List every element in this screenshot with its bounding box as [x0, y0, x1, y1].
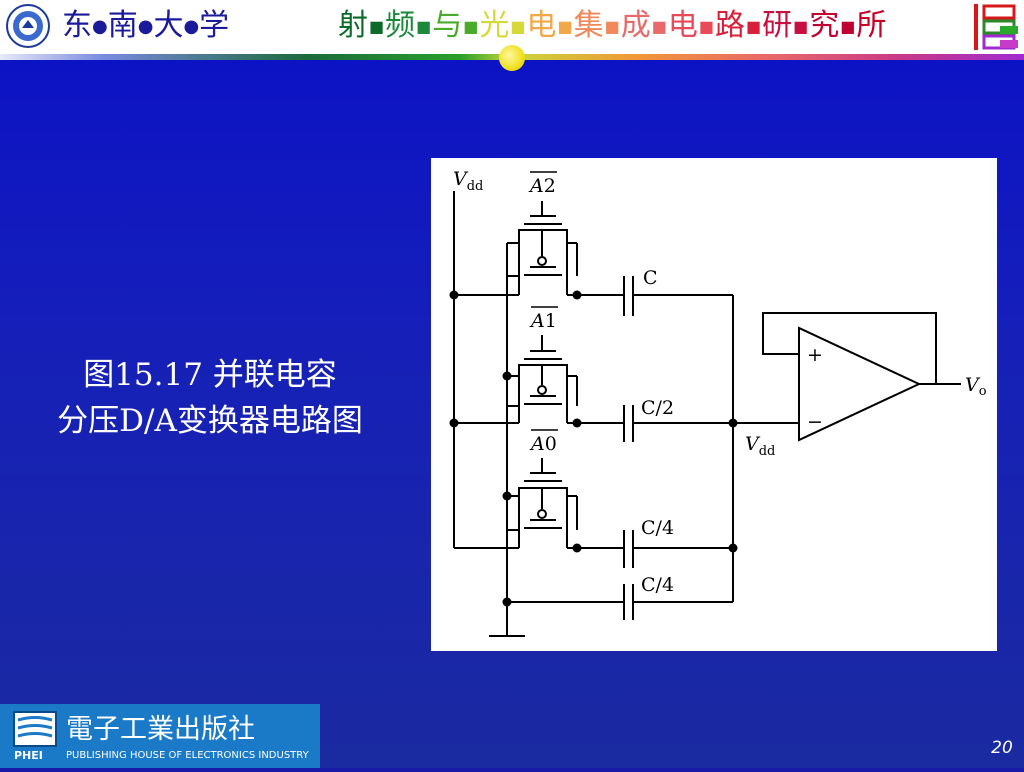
- square-bullet-icon: ■: [463, 17, 479, 36]
- square-bullet-icon: ■: [416, 17, 432, 36]
- vdd-top-label: Vdd: [453, 168, 483, 194]
- square-bullet-icon: ■: [604, 17, 620, 36]
- institute-char: 频: [385, 8, 416, 43]
- bit-a1-label: A1: [529, 310, 557, 332]
- cap-c4b-label: C/4: [641, 574, 674, 596]
- bullet-icon: ●: [92, 16, 108, 37]
- university-char: 东: [62, 8, 92, 43]
- institute-char: 所: [856, 8, 887, 43]
- publisher-logo: PHEI 電子工業出版社 PUBLISHING HOUSE OF ELECTRO…: [0, 704, 320, 768]
- publisher-chinese: 電子工業出版社: [66, 714, 255, 745]
- institute-char: 射: [338, 8, 368, 43]
- bulb-icon: [499, 45, 525, 71]
- square-bullet-icon: ■: [698, 17, 714, 36]
- institute-char: 路: [715, 8, 745, 43]
- square-bullet-icon: ■: [746, 17, 762, 36]
- book-icon: [13, 711, 57, 747]
- institute-char: 与: [432, 8, 463, 43]
- institute-char: 研: [762, 8, 793, 43]
- university-char: 南: [107, 8, 138, 43]
- publisher-logo-svg: PHEI 電子工業出版社 PUBLISHING HOUSE OF ELECTRO…: [0, 704, 320, 768]
- publisher-abbr: PHEI: [14, 749, 43, 762]
- header: 东●南●大●学 射■频■与■光■电■集■成■电■路■研■究■所: [0, 0, 1024, 54]
- institute-char: 成: [620, 8, 651, 43]
- square-bullet-icon: ■: [557, 17, 573, 36]
- bit-a2-label: A2: [528, 175, 556, 197]
- vo-label: Vo: [965, 374, 987, 399]
- institute-char: 究: [809, 8, 840, 43]
- university-char: 学: [199, 8, 230, 43]
- capacitor-c4a: [581, 530, 733, 568]
- caption-line-2: 分压D/A变换器电路图: [57, 403, 363, 439]
- opamp-plus-label: +: [807, 344, 823, 366]
- capacitor-c: [581, 276, 733, 316]
- institute-logo-icon: [974, 4, 1018, 50]
- caption-line-1: 图15.17 并联电容: [83, 357, 337, 393]
- institute-name: 射■频■与■光■电■集■成■电■路■研■究■所: [338, 8, 886, 45]
- circuit-svg: Vdd A2 A1 A0 C C/2 C/4 C/4 + − Vo Vdd: [449, 168, 987, 637]
- square-bullet-icon: ■: [651, 17, 667, 36]
- transistor-a2: [454, 201, 624, 296]
- square-bullet-icon: ■: [840, 17, 856, 36]
- junction-dots: [449, 290, 738, 607]
- vdd-mid-label: Vdd: [745, 433, 775, 459]
- bullet-icon: ●: [183, 16, 200, 37]
- opamp-minus-label: −: [807, 411, 823, 433]
- publisher-english: PUBLISHING HOUSE OF ELECTRONICS INDUSTRY: [66, 750, 310, 761]
- university-name: 东●南●大●学: [62, 8, 229, 45]
- university-seal-icon: [6, 4, 50, 48]
- circuit-diagram: Vdd A2 A1 A0 C C/2 C/4 C/4 + − Vo Vdd: [431, 158, 997, 651]
- institute-char: 集: [573, 8, 604, 43]
- institute-char: 光: [479, 8, 510, 43]
- transistor-a0: [454, 458, 624, 549]
- opamp: [762, 312, 961, 442]
- institute-char: 电: [667, 8, 698, 43]
- cap-c2-label: C/2: [641, 397, 674, 419]
- university-char: 大: [153, 8, 184, 43]
- page-number: 20: [991, 738, 1013, 758]
- capacitor-c2: [581, 405, 799, 442]
- cap-c4a-label: C/4: [641, 517, 674, 539]
- bullet-icon: ●: [137, 16, 154, 37]
- cap-c-label: C: [643, 267, 658, 289]
- transistor-a1: [454, 335, 624, 424]
- capacitor-c4b: [507, 584, 733, 620]
- square-bullet-icon: ■: [510, 17, 526, 36]
- square-bullet-icon: ■: [793, 17, 809, 36]
- figure-caption: 图15.17 并联电容 分压D/A变换器电路图: [10, 352, 410, 444]
- institute-char: 电: [526, 8, 557, 43]
- bit-a0-label: A0: [529, 433, 557, 455]
- square-bullet-icon: ■: [369, 17, 385, 36]
